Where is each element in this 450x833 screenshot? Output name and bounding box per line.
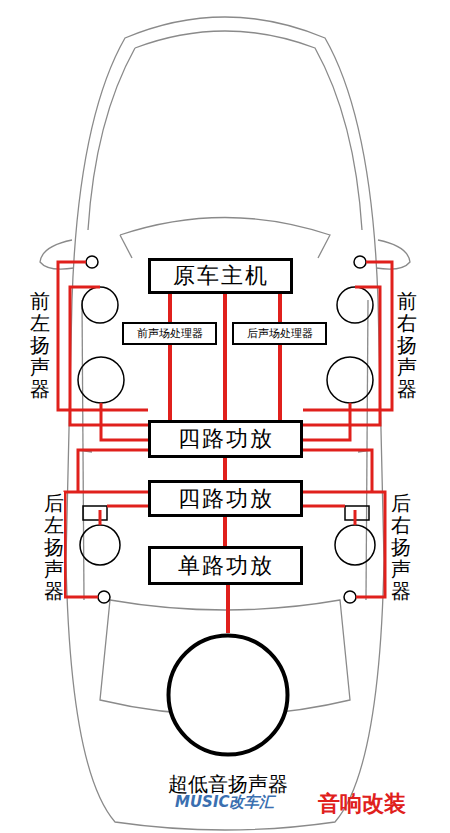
watermark: MUSIC改车汇 [175, 793, 275, 812]
watermark: 音响改装 [318, 789, 406, 819]
speaker-position-label: 后右扬声器 [391, 492, 411, 602]
signal-wire [223, 294, 227, 420]
subwoofer-circle: 超低音扬声器 [166, 633, 290, 757]
signal-wire [278, 294, 282, 322]
signal-wire [223, 517, 227, 546]
signal-wire [223, 458, 227, 480]
box-label: 单路功放 [178, 551, 274, 581]
speaker-position-label: 后左扬声器 [44, 492, 64, 602]
speaker-outline [166, 633, 290, 757]
signal-wire [278, 345, 282, 420]
processor-box: 后声场处理器 [232, 322, 327, 345]
processor-box: 前声场处理器 [122, 322, 217, 345]
signal-wire [168, 345, 172, 420]
head-unit-box: 原车主机 [148, 258, 293, 294]
box-label: 前声场处理器 [137, 326, 203, 341]
amplifier-box: 四路功放 [148, 420, 303, 458]
speaker-position-label: 前右扬声器 [397, 290, 417, 400]
signal-wire [226, 585, 230, 633]
box-label: 原车主机 [173, 261, 269, 291]
box-label: 四路功放 [178, 484, 274, 514]
amplifier-box: 四路功放 [148, 480, 303, 517]
speaker-position-label: 前左扬声器 [30, 290, 50, 400]
box-label: 后声场处理器 [247, 326, 313, 341]
box-label: 四路功放 [178, 424, 274, 454]
amplifier-box: 单路功放 [148, 546, 303, 585]
signal-wire [168, 294, 172, 322]
